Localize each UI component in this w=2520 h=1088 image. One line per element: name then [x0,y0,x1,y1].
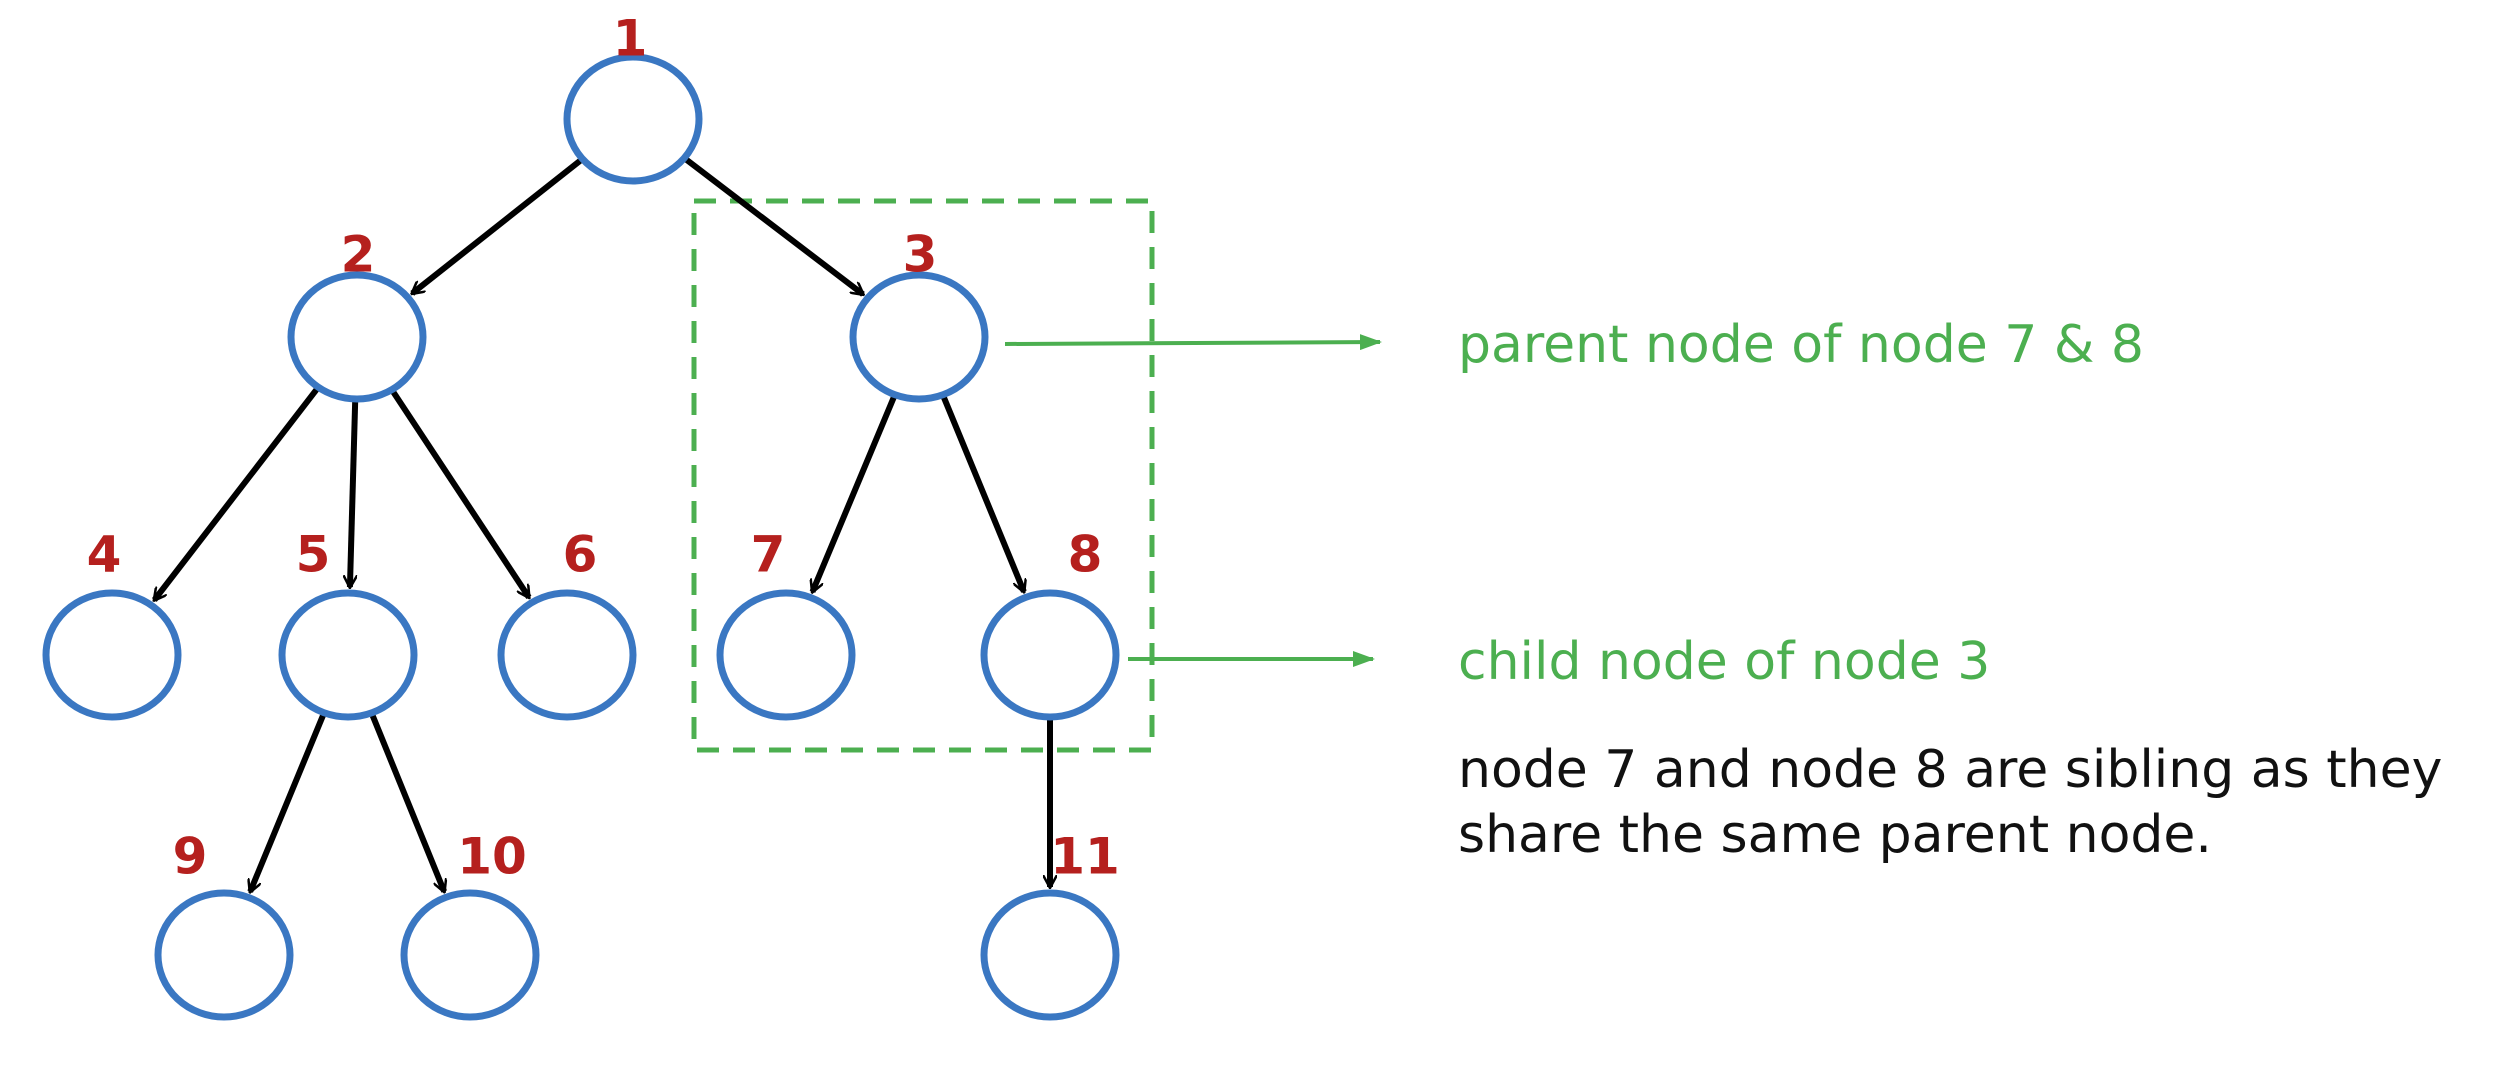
node-label-9: 9 [173,828,208,886]
edge-5-to-9 [250,713,327,892]
node-circle-1 [563,53,703,185]
tree-node-9: 9 [154,828,294,1021]
node-circle-2 [287,271,427,403]
edge-3-to-8 [940,395,1024,592]
node-label-7: 7 [751,526,786,584]
node-circle-10 [400,889,540,1021]
node-circle-6 [497,589,637,721]
node-circle-8 [980,589,1120,721]
tree-node-3: 3 [849,226,989,403]
sibling-note-line-1: node 7 and node 8 are sibling as they [1458,740,2442,800]
node-label-4: 4 [87,526,122,584]
node-circle-9 [154,889,294,1021]
node-label-8: 8 [1068,526,1103,584]
node-circle-5 [278,589,418,721]
edge-2-to-4 [151,386,320,600]
node-circle-11 [980,889,1120,1021]
node-label-3: 3 [903,226,938,284]
node-label-10: 10 [457,828,527,886]
edge-3-to-7 [812,395,897,592]
sibling-note-line-2: share the same parent node. [1458,805,2212,865]
tree-node-10: 10 [400,828,540,1021]
subtree-highlight-box [691,198,1155,753]
parent-annotation-text: parent node of node 7 & 8 [1458,315,2144,375]
node-circle-3 [849,271,989,403]
edge-2-to-6 [390,389,532,597]
nodes-layer: 1 2 3 4 5 6 7 8 9 10 11 [42,10,1120,1021]
tree-node-4: 4 [42,526,182,721]
tree-node-5: 5 [278,526,418,721]
node-circle-4 [42,589,182,721]
node-label-11: 11 [1050,828,1120,886]
tree-node-8: 8 [980,526,1120,721]
tree-node-11: 11 [980,828,1120,1021]
node-circle-7 [716,589,856,721]
edge-1-to-2 [412,157,583,296]
edges-layer [151,156,1050,892]
parent-annotation-arrow [1004,334,1382,351]
edge-5-to-10 [369,713,444,892]
edge-2-to-5 [350,400,359,587]
node-label-2: 2 [341,226,376,284]
child-annotation-text: child node of node 3 [1458,632,1990,692]
tree-node-2: 2 [287,226,427,403]
tree-node-7: 7 [716,526,856,721]
tree-node-6: 6 [497,526,637,721]
node-label-5: 5 [296,526,331,584]
node-label-6: 6 [563,526,598,584]
node-label-1: 1 [613,10,648,68]
tree-node-1: 1 [563,10,703,185]
edge-1-to-3 [684,156,863,297]
